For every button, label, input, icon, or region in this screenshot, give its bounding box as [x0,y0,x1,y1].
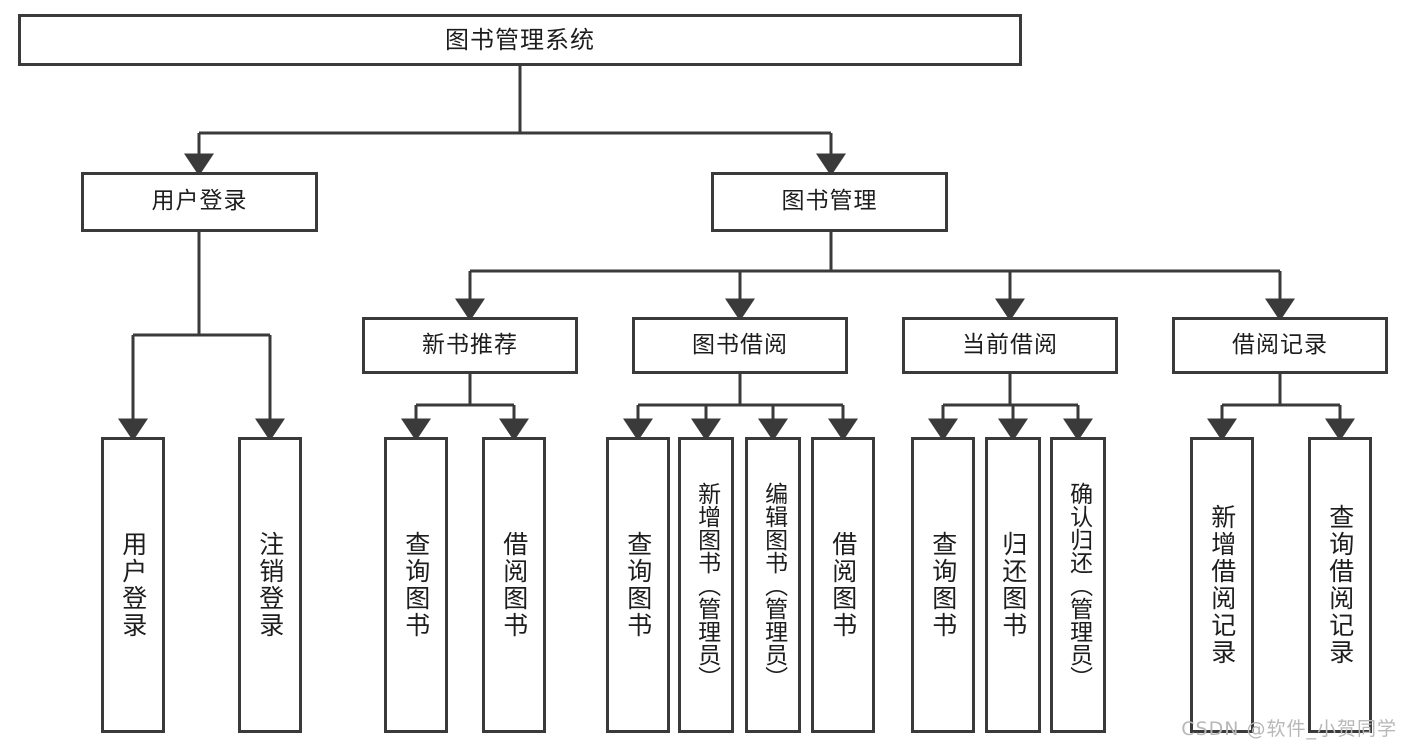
node-root-label: 图书管理系统 [445,25,595,54]
leaf-borrow-book[interactable]: 借阅图书 [811,437,875,733]
watermark: CSDN @软件_小贺同学 [1181,718,1397,740]
node-user-login[interactable]: 用户登录 [81,172,318,232]
leaf-user-login[interactable]: 用户登录 [101,437,165,733]
leaf-borrow-book-label: 借阅图书 [828,531,858,639]
leaf-user-login-label: 用户登录 [118,531,148,639]
leaf-add-borrow-record[interactable]: 新增借阅记录 [1190,437,1254,733]
leaf-borrow-book-recommend-label: 借阅图书 [499,531,529,639]
leaf-user-logout-label: 注销登录 [255,531,285,639]
leaf-user-logout[interactable]: 注销登录 [238,437,302,733]
node-book-borrow-label: 图书借阅 [692,331,788,358]
node-new-book-recommend-label: 新书推荐 [422,331,518,358]
leaf-add-borrow-record-label: 新增借阅记录 [1207,504,1237,666]
leaf-add-book-admin[interactable]: 新增图书（管理员） [678,437,734,733]
leaf-confirm-return-admin[interactable]: 确认归还（管理员） [1050,437,1106,733]
node-root[interactable]: 图书管理系统 [18,14,1022,66]
node-book-management-label: 图书管理 [781,188,878,215]
leaf-return-book[interactable]: 归还图书 [985,437,1041,733]
leaf-confirm-return-admin-label: 确认归还（管理员） [1065,481,1092,689]
node-user-login-label: 用户登录 [151,188,248,215]
leaf-query-book-borrow[interactable]: 查询图书 [606,437,670,733]
leaf-query-book-current[interactable]: 查询图书 [911,437,975,733]
leaf-query-borrow-record-label: 查询借阅记录 [1325,504,1355,666]
node-book-management[interactable]: 图书管理 [711,172,948,232]
leaf-query-book-recommend-label: 查询图书 [401,531,431,639]
leaf-edit-book-admin-label: 编辑图书（管理员） [760,481,787,689]
leaf-query-book-borrow-label: 查询图书 [623,531,653,639]
node-book-borrow[interactable]: 图书借阅 [632,317,848,374]
node-current-borrow-label: 当前借阅 [962,331,1058,358]
leaf-query-borrow-record[interactable]: 查询借阅记录 [1308,437,1372,733]
node-borrow-record[interactable]: 借阅记录 [1172,317,1388,374]
node-borrow-record-label: 借阅记录 [1232,331,1328,358]
leaf-query-book-recommend[interactable]: 查询图书 [384,437,448,733]
leaf-add-book-admin-label: 新增图书（管理员） [693,481,720,689]
node-new-book-recommend[interactable]: 新书推荐 [362,317,578,374]
leaf-borrow-book-recommend[interactable]: 借阅图书 [482,437,546,733]
leaf-return-book-label: 归还图书 [998,531,1028,639]
node-current-borrow[interactable]: 当前借阅 [902,317,1118,374]
leaf-edit-book-admin[interactable]: 编辑图书（管理员） [745,437,801,733]
leaf-query-book-current-label: 查询图书 [928,531,958,639]
